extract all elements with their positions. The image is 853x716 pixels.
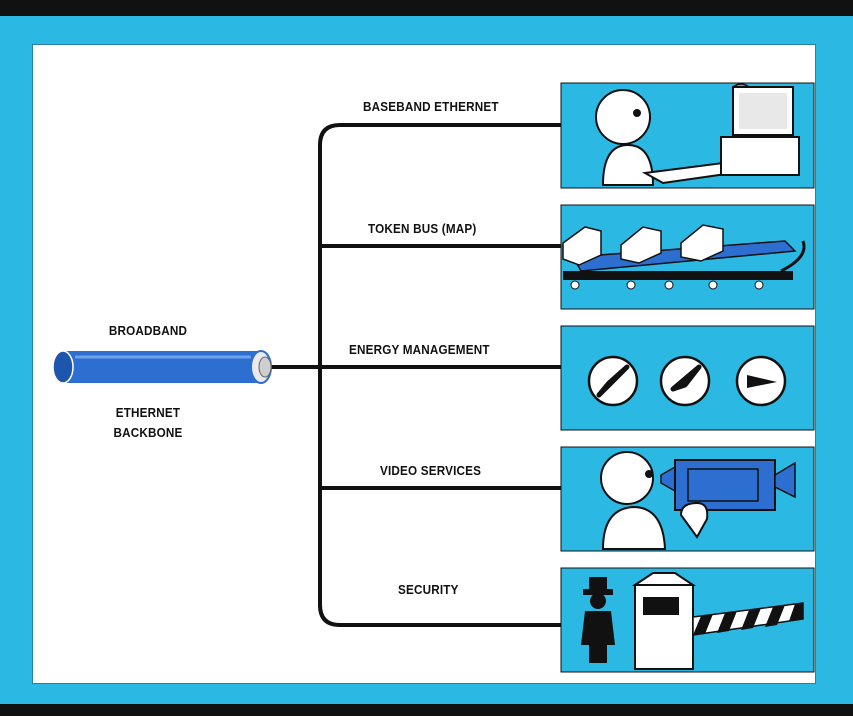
branch-label-energy-management: ENERGY MANAGEMENT (349, 342, 490, 357)
network-diagram (52, 82, 815, 673)
branch-label-baseband-ethernet: BASEBAND ETHERNET (363, 99, 499, 114)
conveyor-belt-icon (560, 204, 815, 310)
person-with-video-camera-icon (560, 446, 815, 552)
gauges-icon (560, 325, 815, 431)
vertical-bus-line (318, 123, 342, 627)
person-at-computer-icon (560, 82, 815, 189)
security-gate-icon (560, 567, 815, 673)
broadband-cable-icon (52, 350, 272, 384)
connector-lines (266, 123, 563, 627)
branch-label-security: SECURITY (398, 582, 459, 597)
diagram-panel: BROADBAND ETHERNET BACKBONE BASEBAND ETH… (32, 44, 816, 684)
branch-label-token-bus: TOKEN BUS (MAP) (368, 221, 477, 236)
diagram-frame: BROADBAND ETHERNET BACKBONE BASEBAND ETH… (0, 16, 853, 704)
branch-label-video-services: VIDEO SERVICES (380, 463, 482, 478)
ethernet-label: ETHERNET (115, 405, 181, 420)
backbone-label: BACKBONE (113, 425, 183, 440)
broadband-label: BROADBAND (108, 323, 188, 338)
